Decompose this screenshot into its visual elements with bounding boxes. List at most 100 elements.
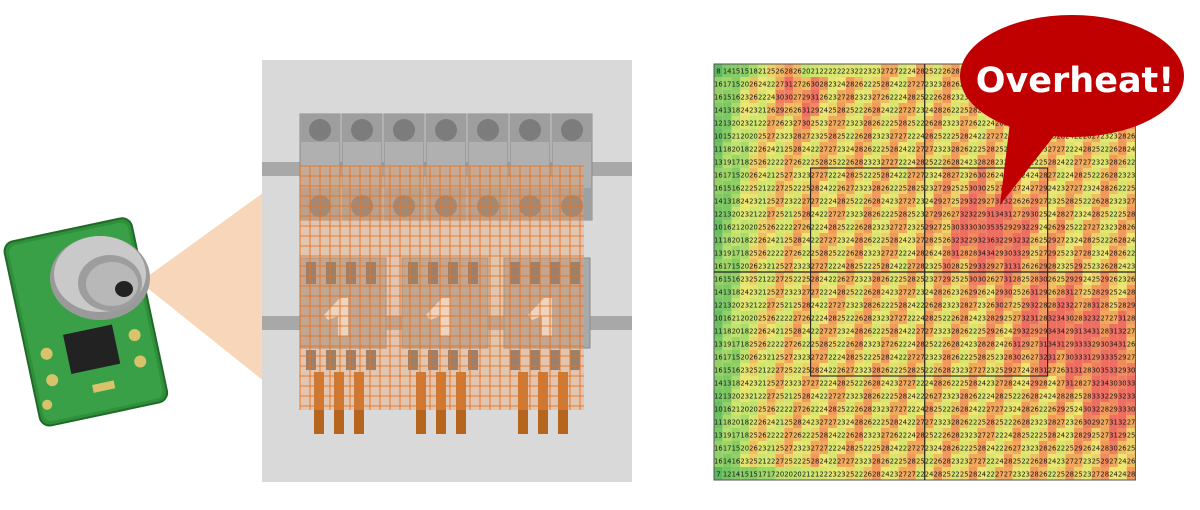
heatmap-cell: 23 (889, 285, 899, 298)
svg-text:26: 26 (969, 392, 978, 400)
heatmap-cell: 31 (994, 194, 1004, 207)
heatmap-cell: 25 (1091, 233, 1101, 246)
svg-text:29: 29 (969, 288, 978, 296)
heatmap-cell: 25 (889, 116, 899, 129)
svg-text:15: 15 (740, 67, 749, 75)
svg-text:18: 18 (740, 236, 749, 244)
svg-text:26: 26 (776, 119, 785, 127)
heatmap-cell: 14 (731, 467, 741, 480)
svg-text:25: 25 (846, 288, 855, 296)
heatmap-cell: 24 (845, 324, 855, 337)
svg-text:22: 22 (960, 444, 969, 452)
heatmap-cell: 29 (968, 285, 978, 298)
svg-text:28: 28 (1083, 145, 1092, 153)
heatmap-cell: 23 (951, 363, 960, 376)
svg-text:22: 22 (916, 119, 925, 127)
heatmap-cell: 21 (757, 285, 767, 298)
svg-text:24: 24 (819, 275, 828, 283)
svg-text:22: 22 (767, 431, 776, 439)
svg-text:23: 23 (925, 275, 934, 283)
heatmap-cell: 22 (924, 363, 934, 376)
heatmap-cell: 28 (801, 389, 811, 402)
svg-text:35: 35 (995, 223, 1004, 231)
svg-text:30: 30 (1083, 405, 1092, 413)
heatmap-cell: 19 (722, 155, 732, 168)
heatmap-cell: 33 (1126, 389, 1136, 402)
heatmap-cell: 20 (740, 402, 750, 415)
svg-text:19: 19 (723, 340, 732, 348)
svg-text:29: 29 (1039, 184, 1048, 192)
svg-text:23: 23 (828, 93, 837, 101)
svg-text:26: 26 (758, 158, 767, 166)
svg-text:27: 27 (995, 184, 1004, 192)
svg-text:26: 26 (1048, 275, 1057, 283)
svg-text:21: 21 (749, 210, 758, 218)
svg-text:28: 28 (846, 93, 855, 101)
svg-text:18: 18 (740, 327, 749, 335)
heatmap-cell: 22 (907, 415, 916, 428)
heatmap-cell: 27 (1047, 363, 1057, 376)
heatmap-cell: 28 (1021, 415, 1031, 428)
heatmap-cell: 23 (863, 272, 873, 285)
svg-text:22: 22 (934, 431, 943, 439)
heatmap-cell: 26 (986, 272, 995, 285)
heatmap-cell: 27 (1109, 454, 1118, 467)
heatmap-cell: 28 (845, 350, 855, 363)
heatmap-cell: 26 (863, 103, 873, 116)
svg-text:24: 24 (1056, 431, 1065, 439)
heatmap-cell: 23 (836, 467, 846, 480)
heatmap-cell: 22 (819, 194, 829, 207)
svg-text:22: 22 (907, 418, 916, 426)
svg-text:28: 28 (890, 236, 899, 244)
heatmap-cell: 24 (933, 168, 943, 181)
heatmap-cell: 28 (1082, 233, 1092, 246)
svg-text:22: 22 (1074, 223, 1083, 231)
heatmap-cell: 24 (766, 90, 776, 103)
heatmap-cell: 27 (889, 246, 899, 259)
heatmap-cell: 30 (810, 77, 820, 90)
heatmap-cell: 27 (845, 181, 855, 194)
svg-text:25: 25 (1092, 275, 1101, 283)
svg-text:29: 29 (1083, 431, 1092, 439)
svg-text:24: 24 (1074, 145, 1083, 153)
svg-text:23: 23 (758, 353, 767, 361)
heatmap-cell: 22 (793, 272, 802, 285)
svg-text:28: 28 (1004, 379, 1013, 387)
svg-text:28: 28 (907, 93, 916, 101)
svg-text:23: 23 (890, 197, 899, 205)
heatmap-cell: 15 (731, 350, 741, 363)
heatmap-cell: 25 (933, 311, 943, 324)
heatmap-cell: 25 (836, 402, 846, 415)
svg-text:26: 26 (942, 236, 951, 244)
heatmap-cell: 25 (977, 415, 987, 428)
svg-text:28: 28 (1039, 314, 1048, 322)
svg-text:23: 23 (863, 340, 872, 348)
heatmap-cell: 23 (880, 220, 890, 233)
svg-text:28: 28 (1065, 392, 1074, 400)
svg-text:27: 27 (1004, 301, 1013, 309)
svg-text:23: 23 (1004, 132, 1013, 140)
heatmap-cell: 16 (714, 90, 723, 103)
heatmap-cell: 30 (994, 298, 1004, 311)
svg-text:27: 27 (1056, 236, 1065, 244)
svg-text:28: 28 (881, 80, 890, 88)
svg-text:26: 26 (776, 67, 785, 75)
heatmap-cell: 32 (1117, 389, 1127, 402)
svg-text:23: 23 (934, 353, 943, 361)
svg-text:27: 27 (828, 119, 837, 127)
heatmap-cell: 28 (801, 298, 811, 311)
svg-text:30: 30 (977, 171, 986, 179)
heatmap-cell: 24 (836, 350, 846, 363)
svg-text:24: 24 (907, 301, 916, 309)
svg-text:22: 22 (767, 457, 776, 465)
heatmap-cell: 25 (784, 415, 794, 428)
heatmap-cell: 30 (1117, 376, 1127, 389)
heatmap-cell: 28 (1082, 298, 1092, 311)
heatmap-cell: 27 (977, 454, 987, 467)
heatmap-cell: 22 (898, 64, 908, 77)
svg-text:24: 24 (1092, 184, 1101, 192)
svg-text:31: 31 (1039, 366, 1048, 374)
svg-text:28: 28 (986, 145, 995, 153)
heatmap-cell: 22 (863, 168, 873, 181)
svg-text:23: 23 (942, 392, 951, 400)
